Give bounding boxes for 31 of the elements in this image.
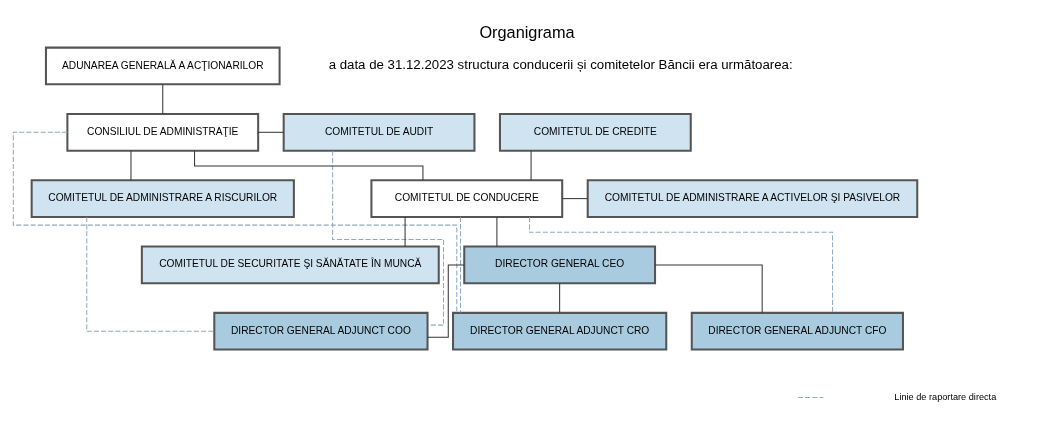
node-box: COMITETUL DE ADMINISTRARE A ACTIVELOR ŞI PASIVELOR: [586, 178, 919, 218]
diagram-title: Organigrama: [479, 22, 575, 41]
connector: [12, 131, 458, 313]
node-box: COMITETUL DE CONDUCERE: [370, 178, 564, 218]
node-box: ADUNAREA GENERALĂ A ACŢIONARILOR: [44, 46, 281, 85]
node-box: COMITETUL DE ADMINISTRARE A RISCURILOR: [30, 178, 295, 218]
connector: [529, 216, 834, 313]
connector: [404, 216, 406, 247]
connector: [561, 197, 588, 199]
connector: [427, 263, 465, 338]
connector: [496, 216, 498, 247]
connector: [162, 83, 164, 114]
node-box: DIRECTOR GENERAL CEO: [463, 245, 657, 284]
connector: [654, 263, 763, 313]
connector: [530, 149, 532, 181]
node-box: COMITETUL DE AUDIT: [282, 112, 476, 152]
node-box: COMITETUL DE SECURITATE ŞI SĂNĂTATE ÎN MUNCĂ: [140, 245, 440, 284]
connector: [194, 149, 424, 180]
connector: [86, 216, 215, 332]
legend-label: Linie de raportare directa: [894, 391, 997, 402]
connector: [332, 149, 444, 326]
label: a data de 31.12.2023 structura conducerii și comitetelor Băncii era următoarea:: [328, 56, 793, 72]
connector: [130, 149, 132, 181]
node-box: CONSILIUL DE ADMINISTRAŢIE: [66, 112, 260, 152]
connector: [257, 131, 284, 133]
connector: [460, 216, 461, 313]
node-box: COMITETUL DE CREDITE: [498, 112, 692, 152]
node-box: DIRECTOR GENERAL ADJUNCT COO: [213, 311, 429, 351]
node-box: DIRECTOR GENERAL ADJUNCT CFO: [690, 311, 904, 351]
connector: [559, 282, 561, 313]
node-box: DIRECTOR GENERAL ADJUNCT CRO: [452, 311, 668, 351]
